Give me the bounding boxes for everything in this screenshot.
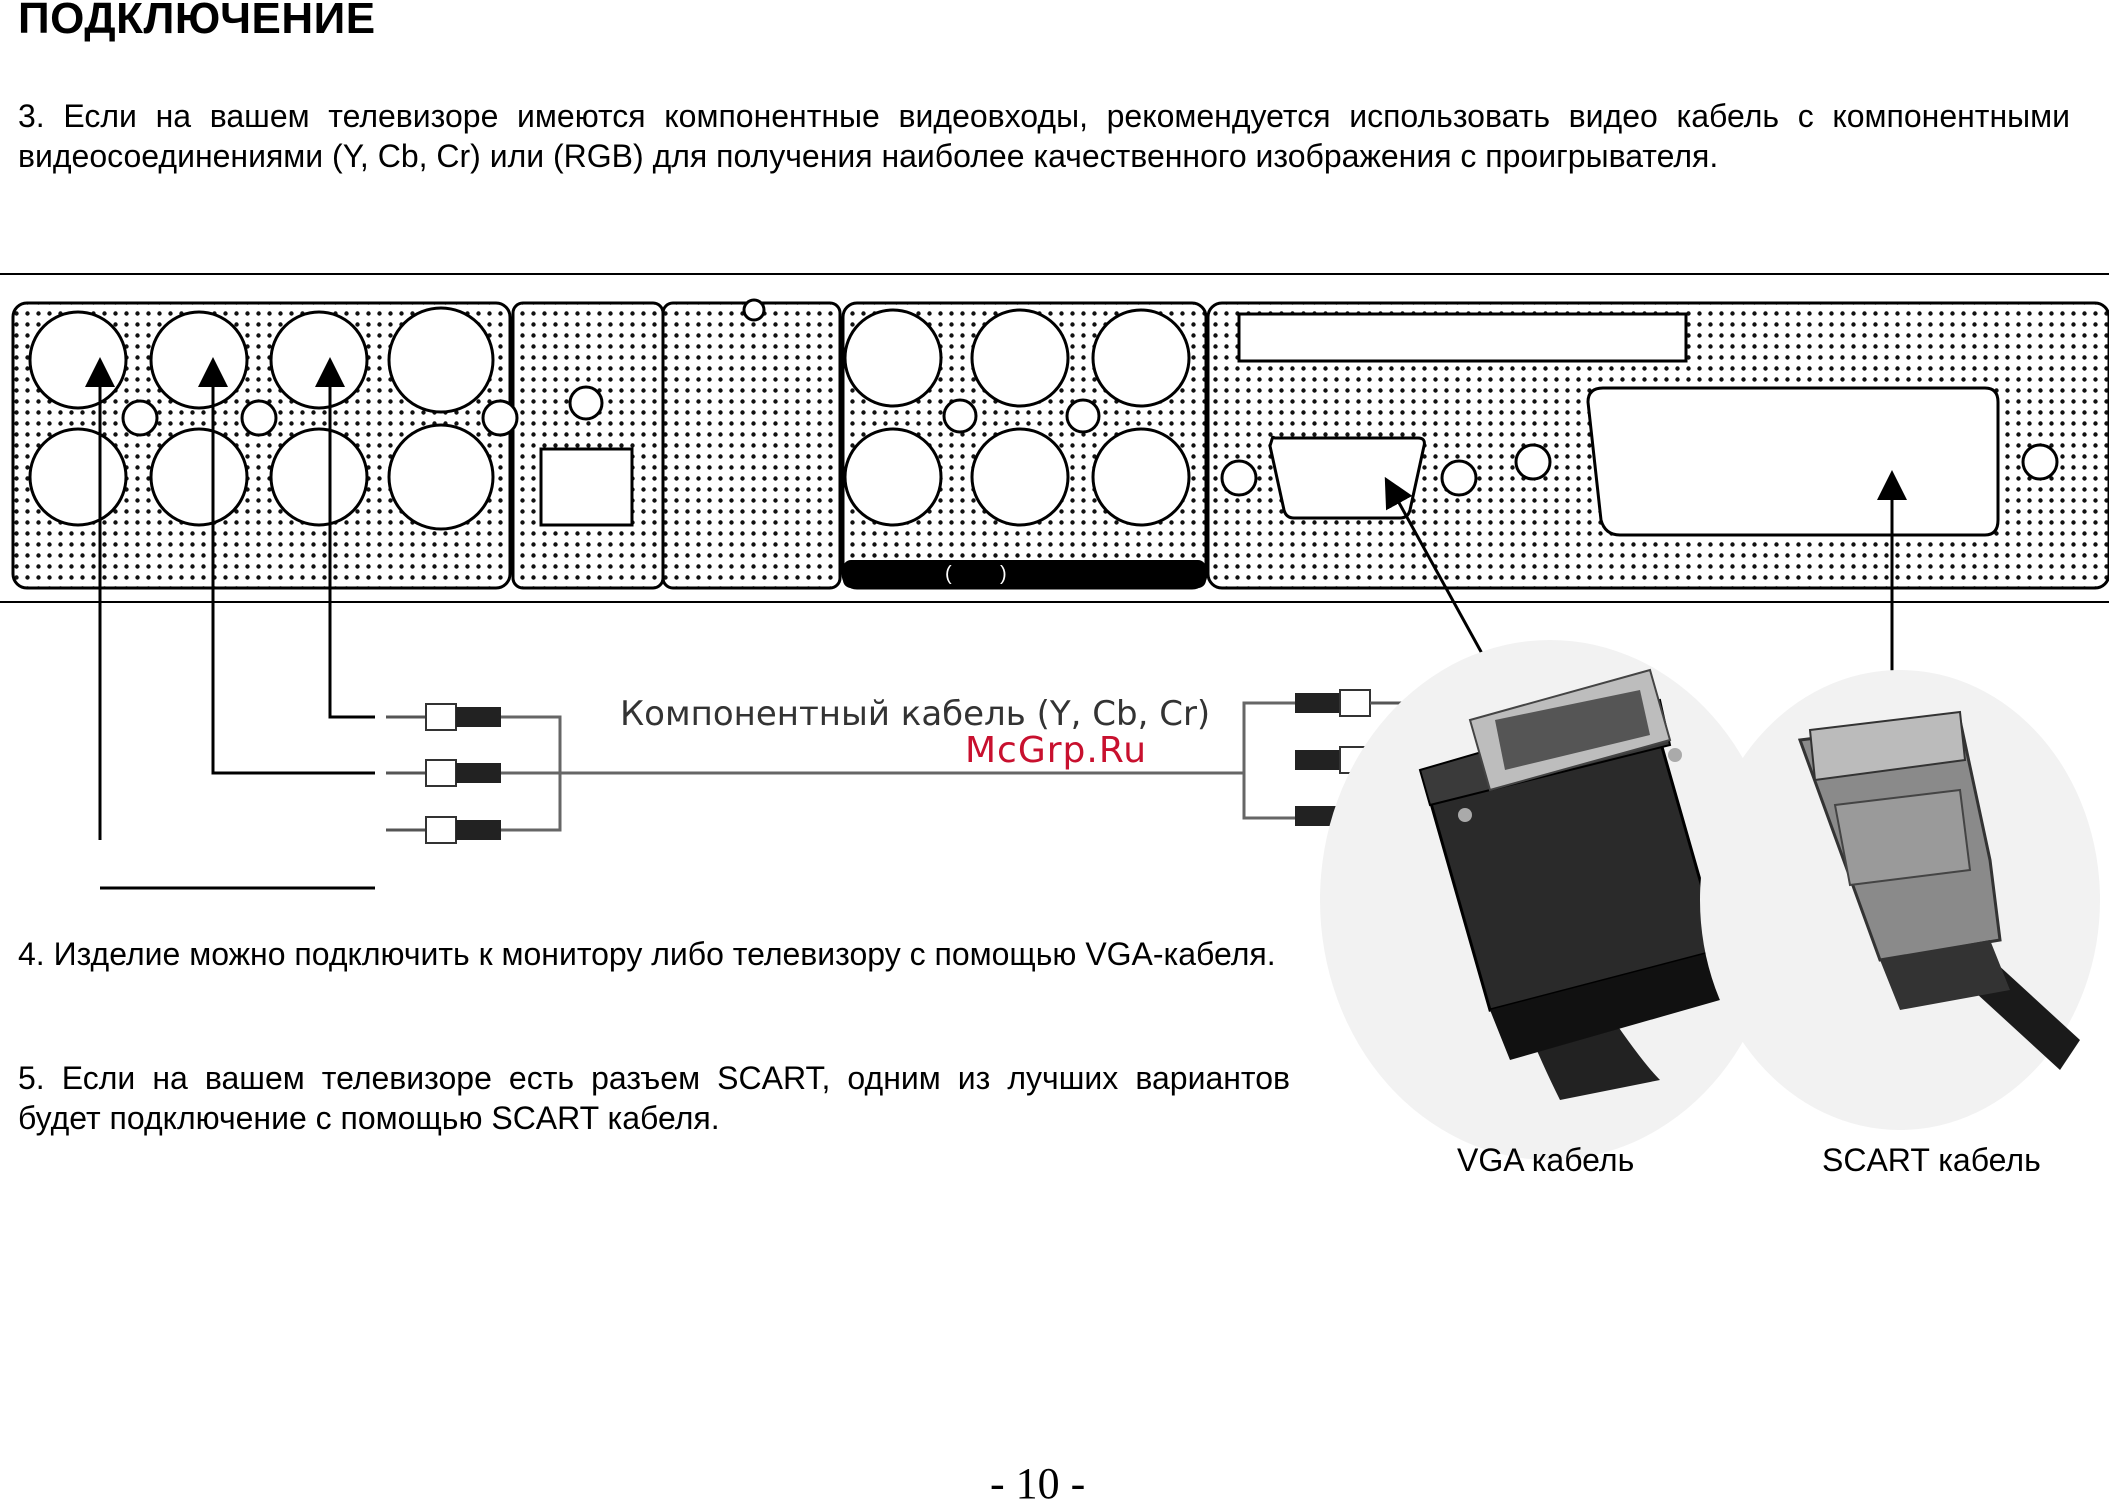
rear-panel: ( ) xyxy=(11,298,2109,590)
page-title: ПОДКЛЮЧЕНИЕ xyxy=(18,0,376,43)
scart-cable-image xyxy=(1700,670,2100,1130)
page-number: - 10 - xyxy=(990,1459,1086,1508)
paragraph-vga: 4. Изделие можно подключить к монитору л… xyxy=(18,936,1276,972)
svg-text:(: ( xyxy=(945,563,952,585)
label-plate xyxy=(1237,312,1688,363)
scart-port xyxy=(1586,386,2000,537)
paragraph-scart: 5. Если на вашем телевизоре есть разъем … xyxy=(18,1060,1290,1136)
vga-cable-label: VGA кабель xyxy=(1457,1142,1635,1178)
av-jacks-middle xyxy=(843,308,1191,527)
component-cable xyxy=(500,701,1300,832)
component-cable-label: Компонентный кабель (Y, Cb, Cr) xyxy=(620,694,1211,734)
watermark-text: McGrp.Ru xyxy=(965,730,1148,771)
scart-cable-label: SCART кабель xyxy=(1822,1142,2041,1178)
svg-text:): ) xyxy=(1000,563,1007,585)
vga-cable-image xyxy=(1320,640,1780,1160)
paragraph-component: 3. Если на вашем телевизоре имеются комп… xyxy=(18,98,2070,174)
rca-plugs-left xyxy=(386,703,501,844)
optical-port xyxy=(539,447,634,527)
